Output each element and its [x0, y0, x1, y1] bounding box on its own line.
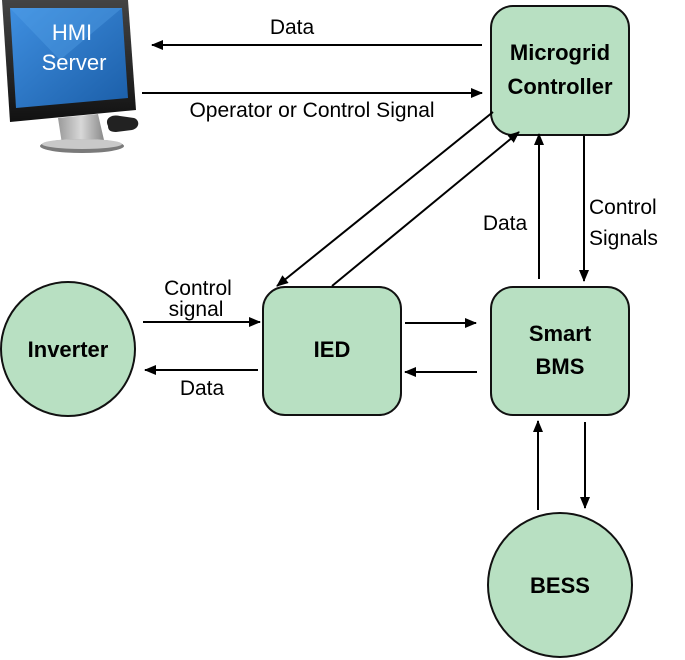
microgrid-controller-label-line2: Controller: [507, 74, 613, 99]
inverter-label: Inverter: [28, 337, 109, 362]
edge-label-inverter-to-ied-line1: Control: [164, 277, 232, 300]
edge-label-microgrid-to-hmi: Data: [270, 16, 315, 39]
microgrid-controller-label-line1: Microgrid: [510, 40, 610, 65]
edge-label-hmi-to-microgrid: Operator or Control Signal: [189, 99, 434, 122]
edge-label-bms-to-microgrid: Data: [483, 212, 528, 235]
smart-bms-node: Smart BMS: [490, 286, 630, 416]
ied-label: IED: [314, 337, 351, 362]
hmi-server-label-line1: HMI: [52, 20, 92, 45]
hmi-server-label-line2: Server: [42, 50, 107, 75]
edge-label-microgrid-to-bms-line1: Control: [589, 196, 657, 219]
edge-label-inverter-to-ied-line2: signal: [169, 298, 224, 321]
hmi-server-monitor-icon: HMI Server: [2, 0, 139, 153]
smart-bms-label-line2: BMS: [536, 354, 585, 379]
edge-arrow-microgrid-to-ied: [276, 111, 494, 287]
edge-arrow-ied-to-microgrid: [331, 131, 520, 287]
bess-node: BESS: [487, 512, 633, 658]
bess-label: BESS: [530, 573, 590, 598]
edge-label-microgrid-to-bms-line2: Signals: [589, 227, 658, 250]
microgrid-controller-node: Microgrid Controller: [490, 5, 630, 136]
inverter-node: Inverter: [0, 281, 136, 417]
edge-label-ied-to-inverter: Data: [180, 377, 225, 400]
smart-bms-label-line1: Smart: [529, 321, 592, 346]
ied-node: IED: [262, 286, 402, 416]
